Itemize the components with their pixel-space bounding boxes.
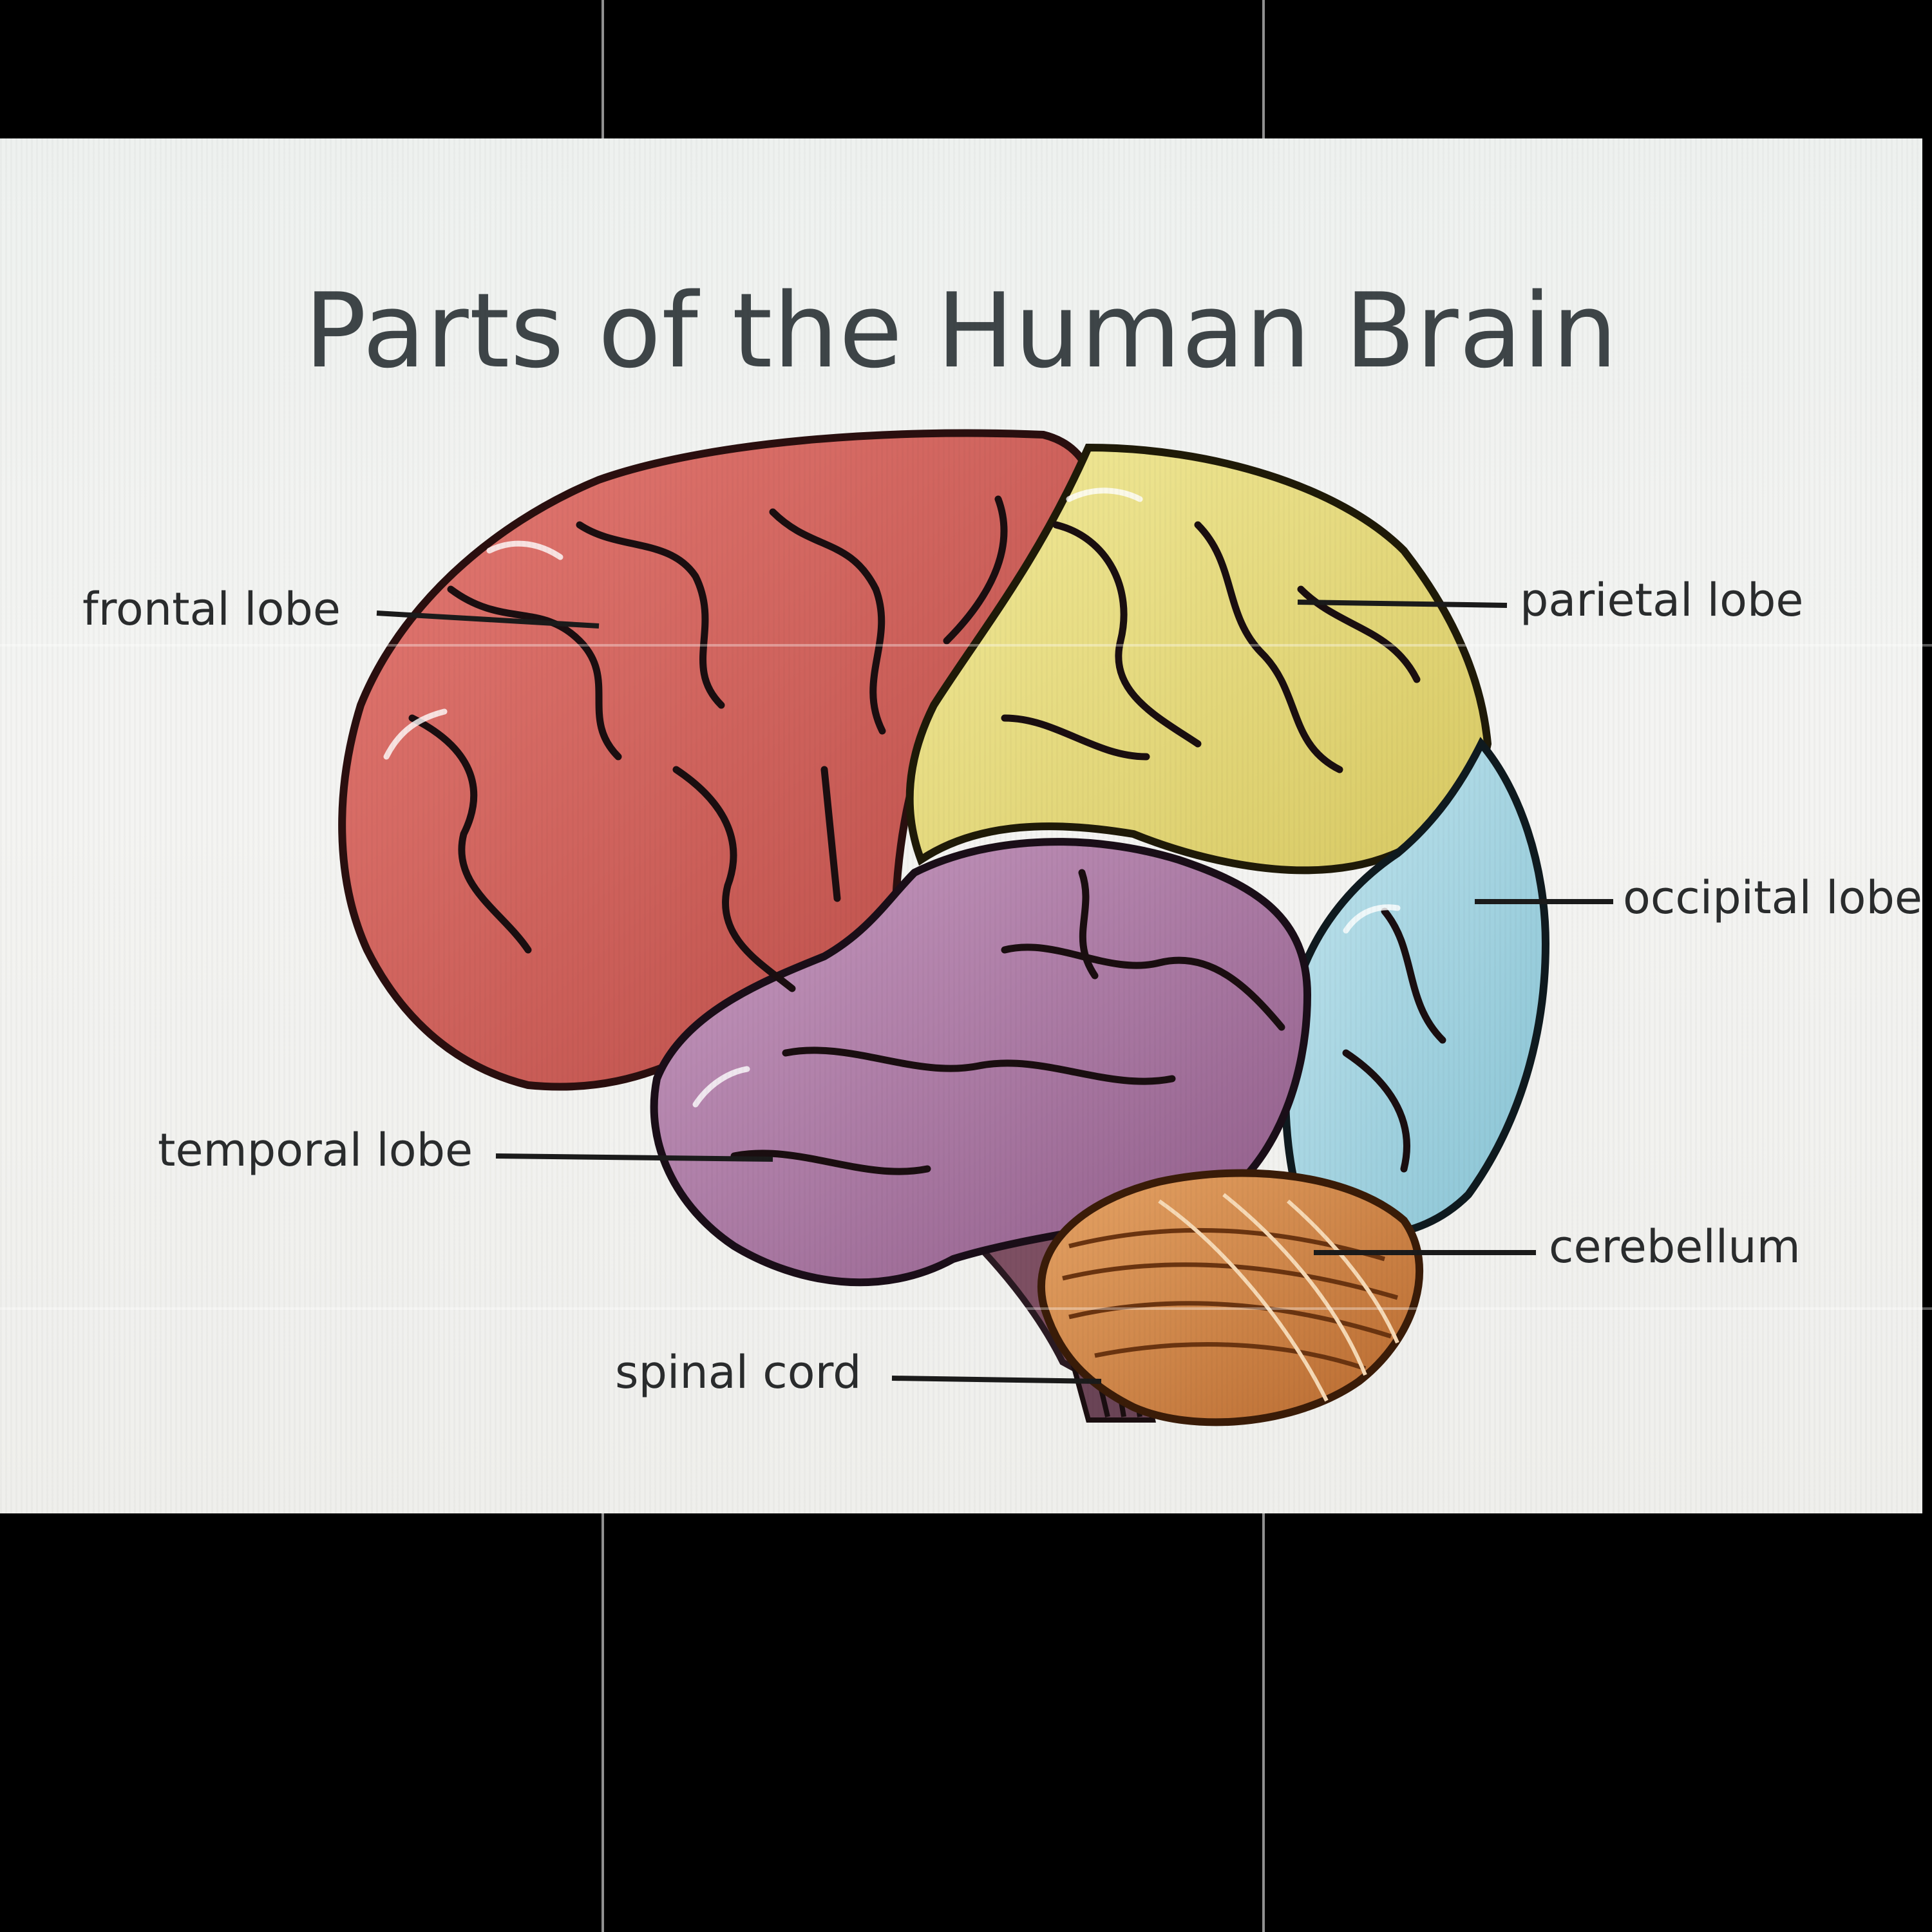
grid-line: [0, 644, 1932, 647]
label-parietal-lobe: parietal lobe: [1520, 574, 1804, 627]
diagram-title: Parts of the Human Brain: [304, 270, 1618, 391]
cerebellum-folds: [1062, 1193, 1399, 1402]
slide: Parts of the Human Brain: [0, 138, 1922, 1513]
leader-frontal: [376, 611, 600, 629]
brain-illustration: [338, 429, 1613, 1426]
label-cerebellum: cerebellum: [1549, 1220, 1801, 1273]
label-temporal-lobe: temporal lobe: [158, 1124, 473, 1177]
leader-parietal: [1297, 600, 1508, 608]
cerebellum-region: [1037, 1169, 1424, 1426]
leader-lines: [376, 600, 1613, 1384]
label-spinal-cord: spinal cord: [615, 1346, 862, 1399]
parietal-lobe-region: [905, 443, 1492, 875]
label-occipital-lobe: occipital lobe: [1623, 871, 1922, 924]
label-frontal-lobe: frontal lobe: [82, 583, 341, 636]
leader-temporal: [495, 1153, 773, 1162]
grid-line: [0, 1307, 1932, 1310]
highlight-lines: [383, 488, 1401, 1108]
leader-spinal: [891, 1376, 1102, 1384]
